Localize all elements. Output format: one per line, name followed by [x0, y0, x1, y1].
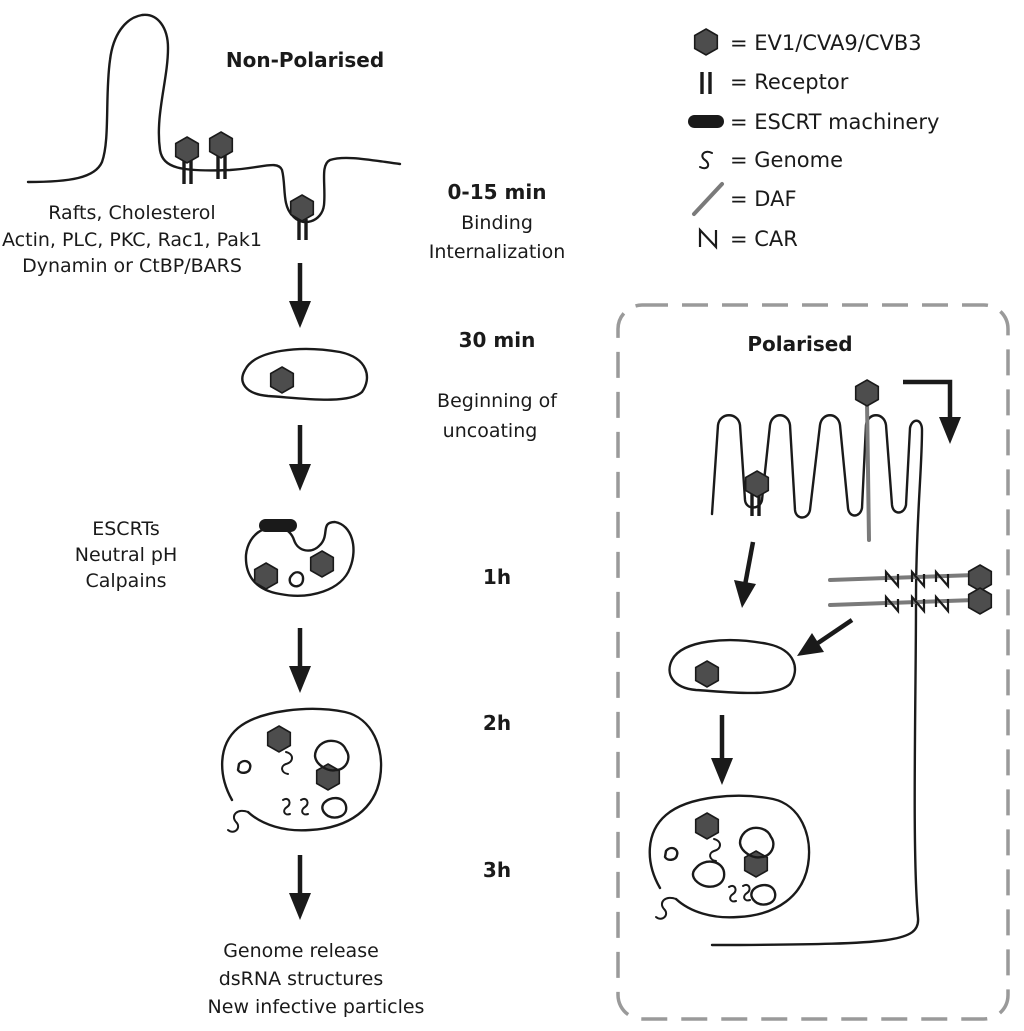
vesicle-2h-c [321, 796, 348, 819]
legend-virus-icon [693, 28, 719, 56]
legend-genome-icon [699, 150, 713, 170]
outcome-line3: New infective particles [208, 996, 425, 1018]
arrow-internalization [289, 263, 311, 328]
legend-daf-icon [692, 182, 724, 216]
vesicle-polarised-c [691, 860, 726, 888]
late-endosome [221, 707, 383, 832]
virus-polarised-a [694, 812, 720, 840]
virus-1h-a [309, 550, 335, 578]
vesicle-1h [288, 571, 305, 588]
arrow-2h [289, 628, 311, 693]
vesicle-polarised-d [750, 883, 777, 906]
receptor-2 [216, 155, 227, 179]
genome-polarised-c [742, 883, 751, 902]
legend-car-label: = CAR [730, 227, 798, 251]
arrow-polarised-down [711, 715, 733, 785]
vesicle-polarised-b [663, 846, 679, 861]
time-30-min: 30 min [459, 328, 536, 352]
legend-car-icon [698, 227, 718, 250]
virus-polarised-endosome [694, 660, 720, 688]
outcome-line2: dsRNA structures [219, 968, 384, 990]
arrow-uncoating [289, 425, 311, 491]
time-binding: Binding [461, 212, 533, 234]
released-genome-polarised [655, 896, 677, 920]
time-0-15-min: 0-15 min [448, 180, 547, 204]
legend-daf-label: = DAF [730, 187, 797, 211]
virus-1h-b [253, 562, 279, 590]
polarised-late-endosome [648, 794, 811, 919]
legend: = EV1/CVA9/CVB3 = Receptor = ESCRT machi… [688, 28, 939, 251]
receptor-polarised [750, 494, 761, 516]
arrow-3h [289, 855, 311, 920]
plasma-membrane [26, 13, 402, 224]
legend-virus-label: = EV1/CVA9/CVB3 [730, 31, 922, 55]
daf-protein [865, 400, 871, 542]
released-genome-2h [227, 809, 249, 833]
apical-membrane-microvilli [710, 414, 924, 947]
virus-on-receptor-polarised [744, 470, 770, 498]
entry-factors-line1: Rafts, Cholesterol [48, 202, 215, 224]
virus-bound-2 [208, 131, 234, 159]
genome-2h-b [282, 797, 291, 816]
legend-receptor-icon [700, 72, 712, 94]
outcome-line1: Genome release [223, 940, 379, 962]
time-3h: 3h [483, 858, 511, 882]
vesicle-2h-a [313, 739, 350, 772]
tight-junction-car [828, 569, 977, 614]
receptor-3 [297, 219, 308, 240]
arrow-translocation [903, 379, 961, 444]
time-internalization: Internalization [429, 241, 566, 263]
entry-factors-line3: Dynamin or CtBP/BARS [22, 255, 242, 277]
uncoating-factors-line2: Neutral pH [75, 544, 178, 566]
arrow-polarised-car [797, 618, 854, 656]
genome-polarised-b [728, 884, 737, 903]
virus-internalizing [289, 194, 315, 222]
time-beginning-of: Beginning of [437, 390, 558, 412]
receptor-1 [182, 160, 193, 184]
genome-2h-a [281, 751, 293, 775]
uncoating-factors-line1: ESCRTs [92, 518, 160, 540]
virus-on-daf [854, 379, 880, 407]
virus-car-2 [967, 587, 993, 615]
legend-escrt-icon [688, 115, 724, 128]
virus-2h-b [315, 763, 341, 791]
polarised-early-endosome [668, 639, 797, 695]
virus-2h-a [266, 725, 292, 753]
entry-factors-line2: Actin, PLC, PKC, Rac1, Pak1 [2, 229, 262, 251]
time-1h: 1h [483, 565, 511, 589]
non-polarised-title: Non-Polarised [226, 48, 384, 72]
legend-receptor-label: = Receptor [730, 70, 849, 94]
polarised-title: Polarised [747, 332, 852, 356]
escrt-machinery [259, 519, 297, 532]
time-uncoating: uncoating [443, 420, 538, 442]
legend-genome-label: = Genome [730, 148, 843, 172]
genome-2h-c [300, 797, 309, 816]
uncoating-factors-line3: Calpains [85, 570, 166, 592]
early-endosome [241, 347, 369, 401]
arrow-polarised-receptor [734, 541, 756, 608]
vesicle-2h-b [236, 759, 252, 774]
legend-escrt-label: = ESCRT machinery [730, 110, 939, 134]
time-2h: 2h [483, 711, 511, 735]
virus-in-endosome [269, 366, 295, 394]
virus-bound-1 [174, 136, 200, 164]
genome-polarised-a [709, 838, 721, 862]
vesicle-polarised-a [738, 826, 775, 859]
polarised-panel [616, 303, 1010, 1021]
